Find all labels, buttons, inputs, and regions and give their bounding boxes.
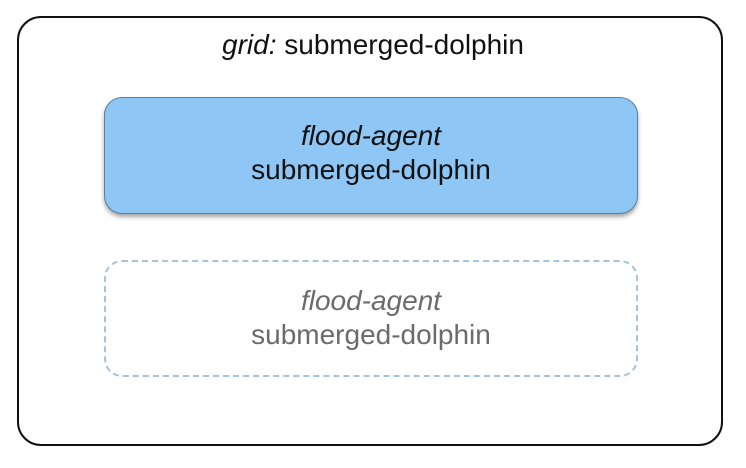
grid-keyword: grid: (222, 29, 277, 60)
agent-kind-label: flood-agent (300, 285, 442, 316)
agent-name-label: submerged-dolphin (251, 319, 491, 350)
grid-container (17, 16, 723, 446)
grid-title: grid: submerged-dolphin (0, 28, 746, 62)
grid-name: submerged-dolphin (284, 29, 524, 60)
agent-kind-label: flood-agent (300, 120, 442, 151)
flood-agent-card-active: flood-agent submerged-dolphin (104, 97, 638, 214)
flood-agent-card-ghost: flood-agent submerged-dolphin (104, 260, 638, 377)
agent-name-label: submerged-dolphin (251, 154, 491, 185)
